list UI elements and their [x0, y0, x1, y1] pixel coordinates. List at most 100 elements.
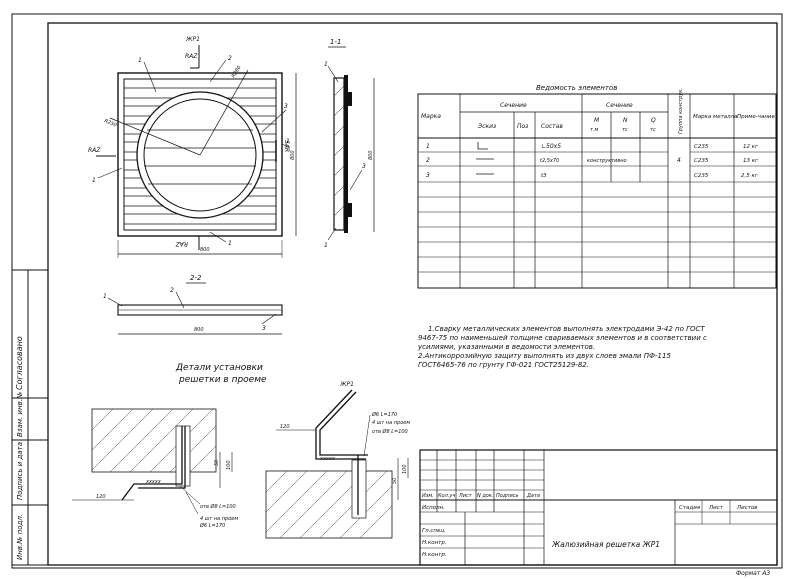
spec-table: Ведомость элементов Марка — [417, 84, 777, 289]
view-1-1: 1-1 800 1 3 1 — [324, 38, 375, 249]
constructive-label: конструктивно — [587, 158, 627, 164]
view-1-1-pos-1: 1 — [324, 61, 328, 68]
left-note-3: Ø6 L=170 — [199, 522, 225, 529]
right-dim-width: 120 — [280, 424, 290, 430]
right-note-1: Ø6 L=170 — [371, 411, 397, 418]
left-dim-h2: 50 — [214, 460, 220, 466]
header-m-unit: т.м — [590, 127, 599, 133]
note-line-1: 1.Сварку металлических элементов выполня… — [428, 325, 705, 333]
stamp-role-4: Н.контр. — [422, 552, 447, 558]
view-2-2-dim: 800 — [194, 327, 204, 333]
side-label-agreed: Согласовано — [15, 336, 24, 390]
right-note-3: отв Ø8 L=100 — [372, 428, 408, 435]
stamp-col-ndoc: N док. — [477, 493, 493, 499]
right-mark: ЖР1 — [339, 381, 354, 388]
stamp-role-1: Исполн. — [422, 505, 445, 511]
side-strip: Согласовано Взам. инв.№ Подпись и дата И… — [12, 269, 48, 566]
row-3-composition: t3 — [541, 173, 547, 179]
header-q-unit: тс — [650, 127, 656, 133]
notes: 1.Сварку металлических элементов выполня… — [417, 325, 707, 369]
dim-right-label: 800 — [290, 150, 296, 160]
stamp-sheet: Лист — [708, 505, 724, 511]
view-1-1-pos-3: 3 — [362, 163, 366, 170]
inner-frame — [47, 22, 778, 566]
row-3-metal: С235 — [694, 173, 709, 179]
row-3-note: 2,5 кг — [741, 173, 758, 179]
right-dim-h1: 100 — [402, 464, 408, 474]
header-n: N — [623, 117, 628, 124]
stamp-col-kol: Кол.уч — [438, 493, 455, 499]
stamp-col-izm: Изм. — [422, 493, 434, 499]
row-1-mark: 1 — [426, 143, 430, 150]
sheet-format: Формат А3 — [736, 570, 770, 577]
row-3-mark: 3 — [426, 172, 430, 179]
header-mark: Марка — [421, 113, 441, 120]
header-m: M — [594, 117, 600, 124]
view-2-2-title: 2-2 — [190, 274, 202, 282]
header-group: Группа конструк. — [678, 88, 684, 134]
view-2-2: 2-2 800 1 2 3 — [103, 274, 283, 335]
details-title-1: Детали установки — [175, 363, 263, 373]
left-note-2: 4 шт на проем — [200, 516, 238, 522]
stamp-stage: Стадия — [679, 505, 701, 511]
pos-label-2: 1 — [138, 57, 142, 64]
row-2-metal: С235 — [694, 158, 709, 164]
view-2-2-pos-2: 2 — [170, 287, 174, 294]
row-2-composition: t2,5х70 — [540, 158, 559, 164]
main-view: R280 R250 ЖР1 RAZ RAZ SAR RAZ 800 800 1 … — [88, 36, 297, 258]
header-section-1: Сечение — [500, 102, 527, 109]
view-1-1-title: 1-1 — [330, 38, 341, 46]
header-section-2: Сечение — [606, 102, 633, 109]
view-1-1-pos-1b: 1 — [324, 242, 328, 249]
raz-bottom-label: RAZ — [175, 240, 188, 247]
side-label-sign: Подпись и дата — [16, 442, 24, 500]
left-note-1: отв Ø8 L=100 — [200, 503, 236, 510]
side-label-inv: Инв.№ подл. — [16, 514, 24, 560]
right-wall-hatch — [265, 470, 393, 539]
header-q: Q — [651, 117, 656, 124]
pos-label-1-left: 1 — [92, 177, 96, 184]
left-wall-hatch — [91, 408, 217, 473]
stamp-col-date: Дата — [526, 493, 540, 499]
stamp-title: Жалюзийная решетка ЖР1 — [551, 540, 660, 549]
outer-frame — [11, 13, 783, 569]
note-line-4: 2.Антикоррозийную защиту выполнять из дв… — [418, 352, 671, 360]
row-1-composition: ∟50х5 — [541, 143, 561, 150]
row-2-note: 13 кг — [743, 158, 758, 164]
stamp-col-list: Лист — [458, 493, 473, 499]
stamp-col-sign: Подпись — [496, 493, 519, 499]
details: Детали установки решетки в проеме ххххх … — [72, 363, 410, 539]
note-line-2: 9467-75 по наименьшей толщине свариваемы… — [418, 334, 707, 342]
raz-left-label: RAZ — [88, 147, 101, 154]
details-title-2: решетки в проеме — [178, 375, 267, 385]
pos-label-1-bottom: 1 — [228, 240, 232, 247]
view-1-1-dim: 800 — [368, 150, 374, 160]
left-weld: ххххх — [145, 479, 161, 485]
header-pos: Поз — [517, 123, 528, 130]
row-2-mark: 2 — [426, 157, 430, 164]
stamp-role-2: Гл.спец. — [422, 528, 446, 534]
header-composition: Состав — [541, 123, 563, 130]
header-sketch: Эскиз — [477, 123, 496, 130]
row-1-metal: С235 — [694, 144, 709, 150]
spec-table-title: Ведомость элементов — [536, 84, 617, 92]
right-dim-h2: 50 — [392, 478, 398, 484]
header-n-unit: тс — [622, 127, 628, 133]
pos-label-1: 2 — [228, 55, 232, 62]
pos-label-1-right: 1 — [286, 138, 290, 145]
dim-bottom-label: 800 — [200, 247, 210, 253]
right-weld: ххххх — [319, 456, 335, 462]
row-1-note: 12 кг — [743, 144, 758, 150]
note-line-5: ГОСТ6465-76 по грунту ГФ-021 ГОСТ25129-8… — [418, 361, 589, 369]
raz-top-label: RAZ — [185, 53, 198, 60]
header-metal: Марка металла — [693, 114, 738, 120]
right-note-2: 4 шт на проем — [372, 420, 410, 426]
view-2-2-pos-3: 3 — [262, 325, 266, 332]
stamp-role-3: Н.контр. — [422, 540, 447, 546]
mark-top-label: ЖР1 — [185, 36, 200, 43]
radius-big-label: R280 — [231, 65, 243, 79]
header-note: Приме-чание — [737, 114, 776, 120]
side-label-replace: Взам. инв.№ — [16, 392, 24, 437]
left-dim-width: 120 — [96, 494, 106, 500]
left-dim-h1: 100 — [226, 460, 232, 470]
